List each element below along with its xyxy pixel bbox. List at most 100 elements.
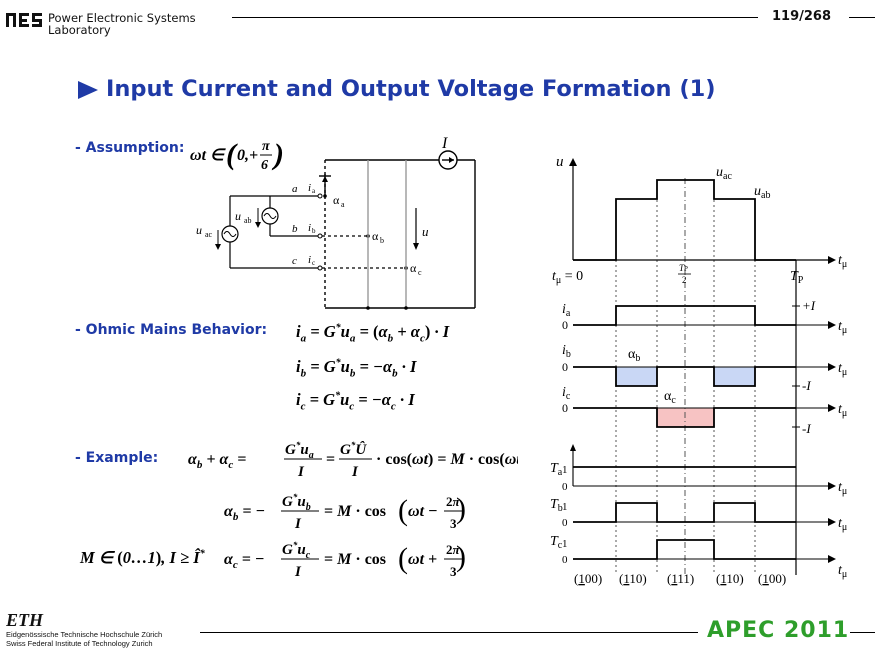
label-I: I: [441, 136, 448, 152]
page-title: Input Current and Output Voltage Formati…: [106, 76, 716, 102]
svg-text:α: α: [333, 193, 340, 207]
svg-text:ib: ib: [562, 343, 571, 360]
svg-text:αb + αc =: αb + αc =: [188, 451, 246, 471]
svg-text:tμ: tμ: [838, 516, 847, 533]
svg-text:): ): [271, 138, 284, 171]
assumption-equation: ωt ∈ ( 0,+ π 6 ): [190, 138, 285, 179]
svg-text:α: α: [372, 229, 379, 243]
equation-example-1: αb + αc = G*ua I = G*Û I · cos(ωt) = M ·…: [188, 436, 526, 487]
svg-text:ab: ab: [244, 216, 252, 225]
svg-text:i: i: [308, 254, 311, 266]
svg-text:αb: αb: [628, 347, 640, 364]
eth-name: Eidgenössische Technische Hochschule Zür…: [6, 630, 162, 648]
svg-text:a: a: [341, 200, 345, 209]
svg-text:(110): (110): [716, 571, 744, 586]
footer-rule: [200, 632, 698, 633]
svg-text:ac: ac: [205, 230, 213, 239]
svg-text:=: =: [326, 451, 335, 468]
svg-text:G*ua: G*ua: [285, 440, 314, 461]
lab-name: Power Electronic Systems Laboratory: [48, 12, 196, 36]
page-number: 119/268: [772, 9, 832, 24]
svg-text:Tb: Tb: [550, 497, 563, 514]
svg-text:3: 3: [450, 516, 457, 531]
svg-text:TP: TP: [790, 269, 804, 286]
svg-text:ia: ia: [562, 302, 571, 319]
svg-text:G*Û: G*Û: [340, 440, 367, 458]
svg-text:G*ub: G*ub: [282, 492, 311, 513]
timing-diagram: u uac uab tμ tμ = 0 TP TP 2 ia 0 tμ +I i…: [540, 150, 880, 605]
svg-text:uac: uac: [716, 165, 732, 182]
svg-text:u: u: [196, 223, 202, 237]
svg-text:u: u: [235, 209, 241, 223]
svg-text:= M · cos: = M · cos: [324, 551, 386, 568]
svg-text:u: u: [422, 224, 429, 239]
svg-text:i: i: [308, 222, 311, 234]
svg-text:0: 0: [562, 554, 568, 566]
eth-line1: Eidgenössische Technische Hochschule Zür…: [6, 630, 163, 639]
paren-close-2: ): [456, 492, 466, 525]
svg-text:(111): (111): [667, 571, 694, 586]
svg-text:I: I: [351, 464, 359, 480]
svg-text:tμ: tμ: [838, 253, 847, 270]
svg-text:b: b: [312, 227, 316, 235]
example-label: - Example:: [75, 450, 159, 466]
svg-text:· cos(ωt) = M · cos(ωt): · cos(ωt) = M · cos(ωt): [376, 451, 518, 468]
equation-ic: ic = G*uc = −αc · I: [296, 390, 415, 413]
svg-text:0: 0: [562, 401, 568, 415]
svg-text:ωt +: ωt +: [408, 551, 437, 568]
svg-text:-I: -I: [802, 378, 811, 393]
svg-text:ic: ic: [562, 385, 571, 402]
svg-text:α: α: [410, 261, 417, 275]
svg-text:= M · cos: = M · cos: [324, 503, 386, 520]
svg-text:(: (: [398, 542, 408, 575]
svg-text:Tc: Tc: [550, 534, 563, 551]
lab-name-line1: Power Electronic Systems: [48, 11, 196, 25]
equation-ib: ib = G*ub = −αb · I: [296, 357, 417, 380]
svg-text:I: I: [297, 464, 305, 480]
apec-logo: APEC 2011: [707, 618, 850, 643]
svg-text:b: b: [292, 223, 298, 235]
eth-logo-icon: ETH: [5, 610, 44, 630]
svg-text:I: I: [294, 564, 302, 580]
svg-text:a: a: [292, 183, 298, 195]
svg-text:0: 0: [562, 318, 568, 332]
svg-text:2π: 2π: [446, 542, 461, 557]
footer-rule-right: [850, 632, 875, 633]
svg-text:αb = −: αb = −: [224, 503, 265, 523]
svg-text:uab: uab: [754, 184, 770, 201]
pes-logo: [6, 10, 42, 32]
svg-text:αc: αc: [664, 389, 676, 406]
svg-text:tμ: tμ: [838, 563, 847, 580]
svg-text:c: c: [418, 268, 422, 277]
svg-text:+I: +I: [802, 298, 816, 313]
title-arrow-icon: [78, 80, 100, 105]
svg-text:Ta: Ta: [550, 461, 563, 478]
svg-text:a: a: [312, 187, 316, 195]
svg-text:αc = −: αc = −: [224, 551, 265, 571]
svg-text:2: 2: [682, 275, 687, 285]
svg-text:(100): (100): [758, 571, 786, 586]
svg-text:(: (: [398, 494, 408, 527]
svg-text:-I: -I: [802, 421, 811, 436]
axis-u: u: [556, 154, 564, 170]
lab-name-line2: Laboratory: [48, 23, 111, 37]
svg-text:ωt ∈: ωt ∈: [190, 147, 226, 164]
header-rule: [232, 17, 758, 18]
paren-close-3: ): [456, 540, 466, 573]
svg-text:G*uc: G*uc: [282, 540, 311, 561]
svg-text:tμ: tμ: [838, 319, 847, 336]
svg-text:6: 6: [261, 158, 268, 173]
svg-text:1: 1: [562, 464, 568, 476]
header-rule-right: [849, 17, 875, 18]
svg-text:(110): (110): [619, 571, 647, 586]
svg-text:0: 0: [562, 360, 568, 374]
svg-text:1: 1: [562, 501, 568, 513]
svg-text:π: π: [262, 139, 270, 154]
eth-line2: Swiss Federal Institute of Technology Zu…: [6, 639, 153, 648]
svg-text:c: c: [312, 259, 315, 267]
svg-text:2π: 2π: [446, 494, 461, 509]
svg-text:0: 0: [562, 481, 568, 493]
svg-text:3: 3: [450, 564, 457, 579]
svg-text:1: 1: [562, 538, 568, 550]
